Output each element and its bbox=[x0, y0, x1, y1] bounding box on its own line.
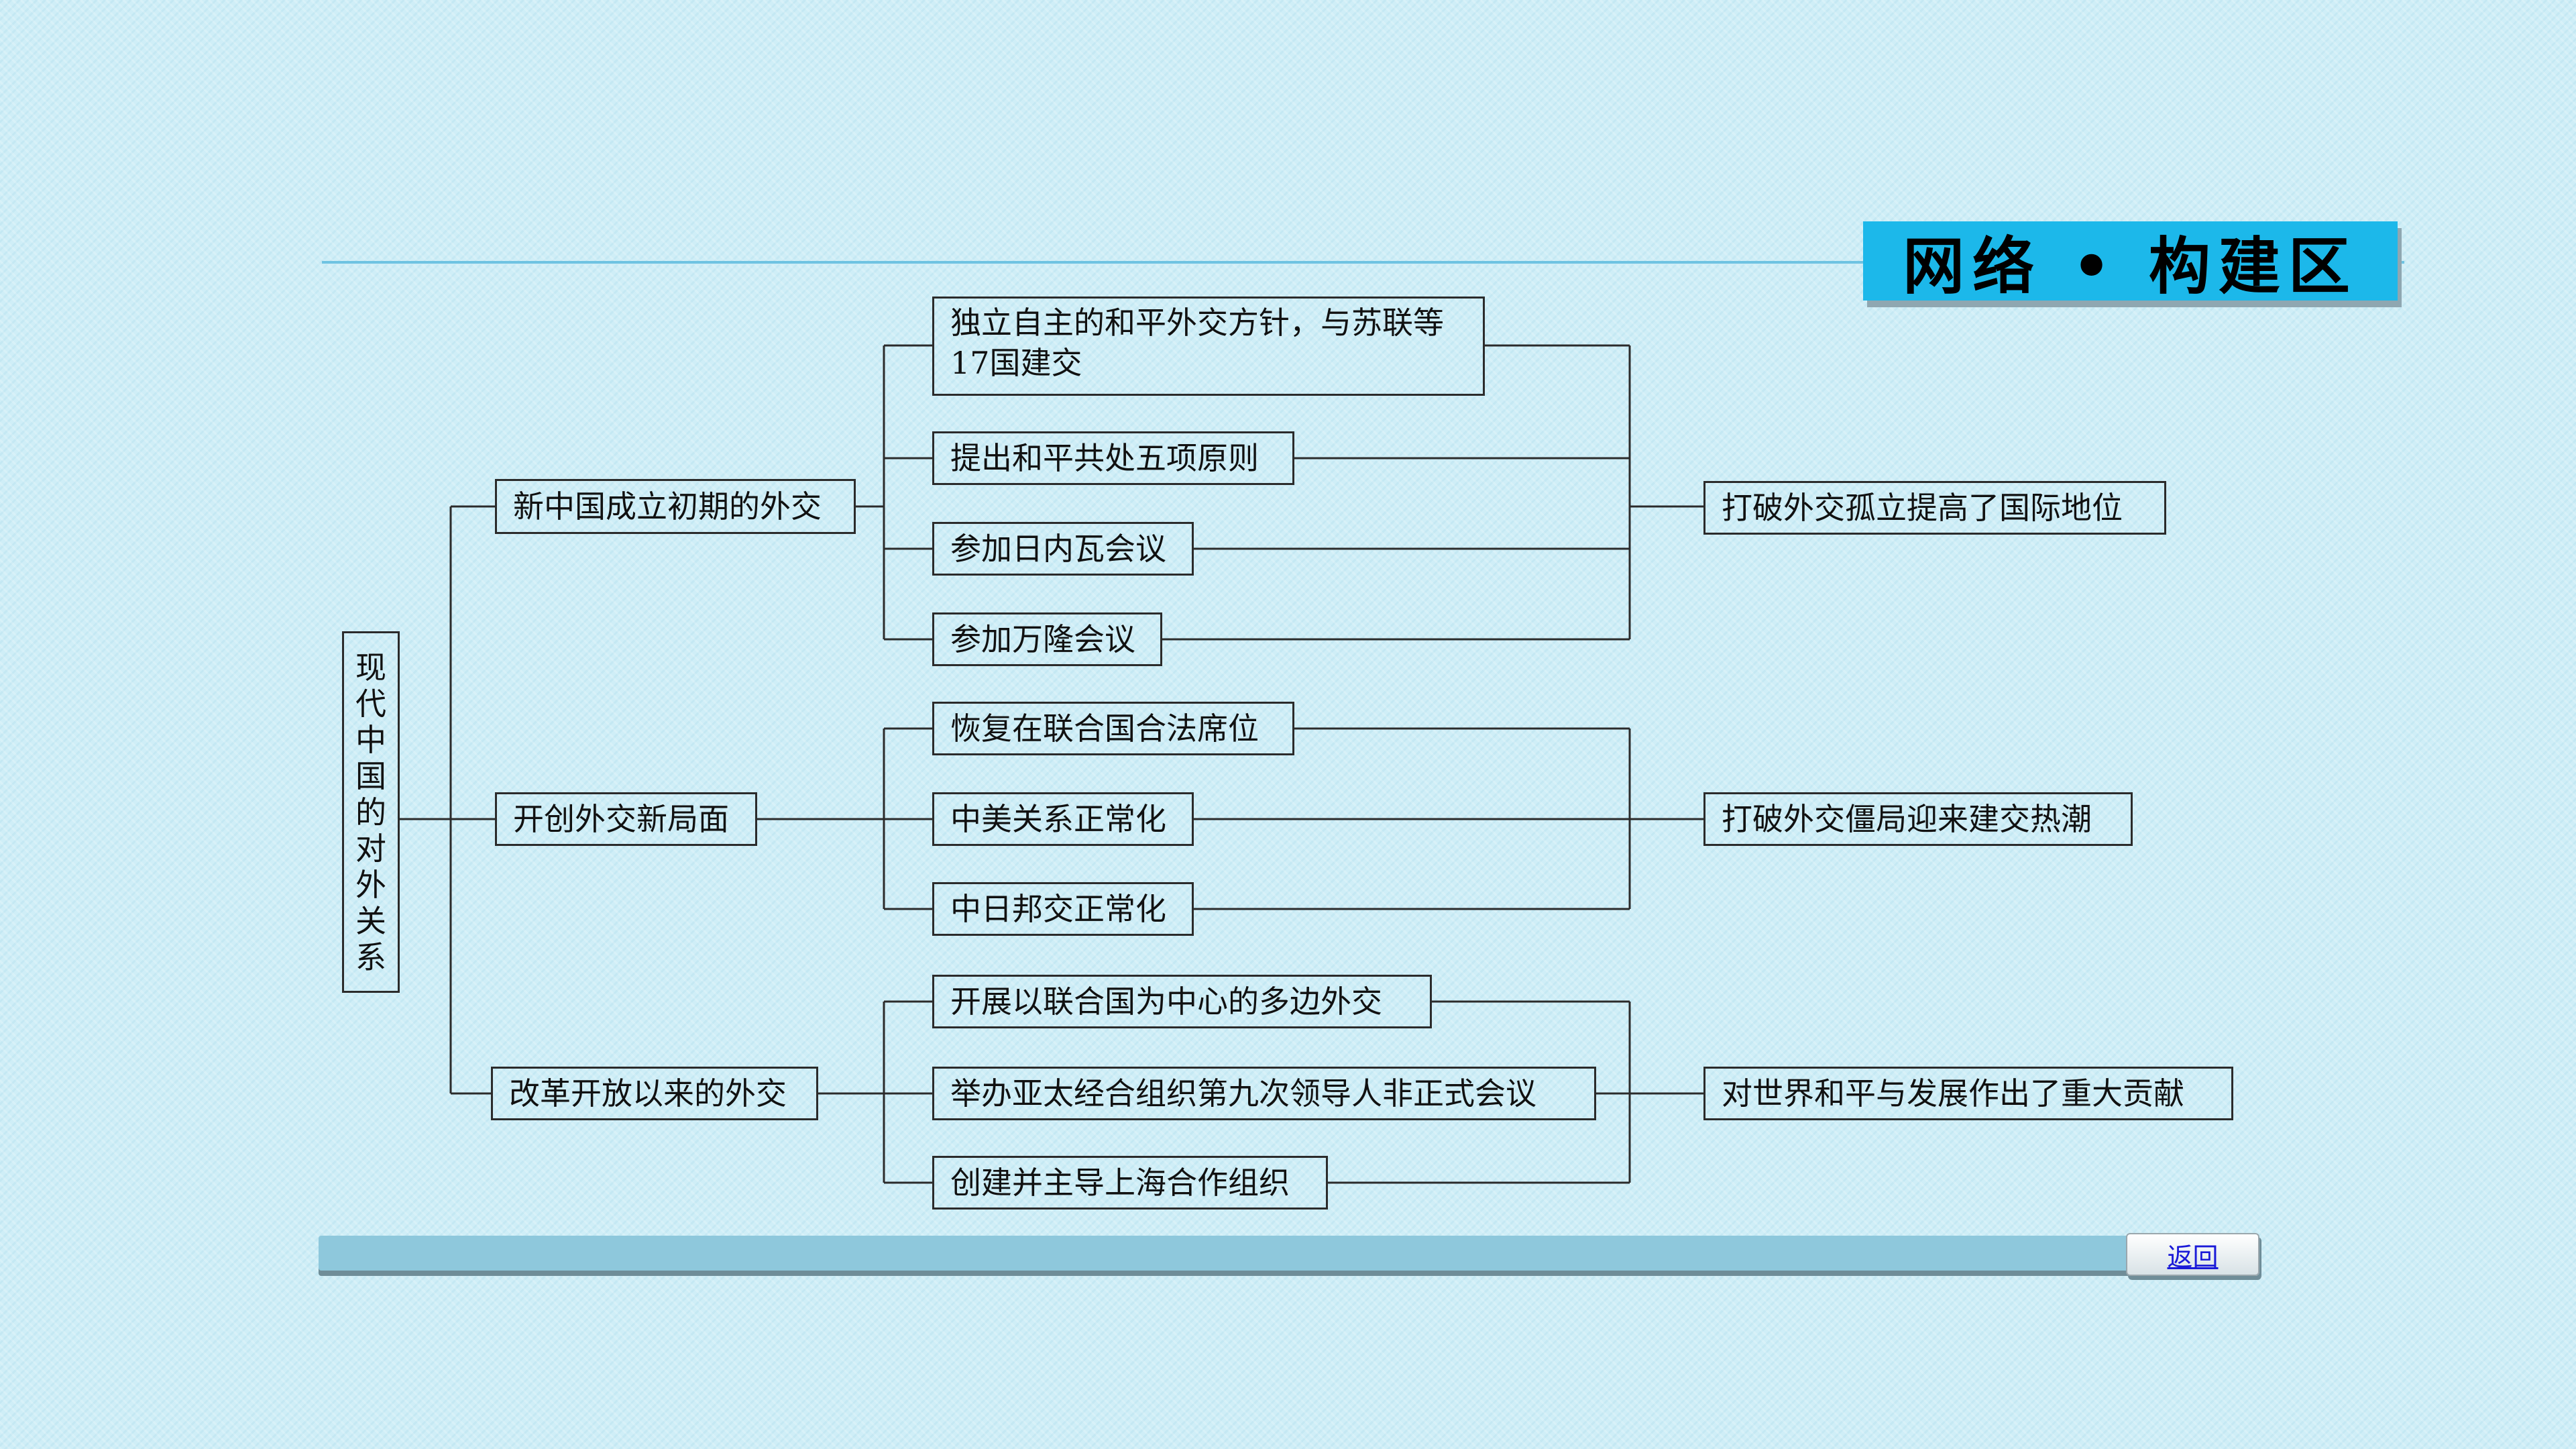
result-node-break-isolation: 打破外交孤立提高了国际地位 bbox=[1703, 481, 2166, 535]
item-node-bandung-conference: 参加万隆会议 bbox=[932, 612, 1162, 666]
header-divider-line bbox=[322, 261, 2404, 264]
branch-node-reform-era: 改革开放以来的外交 bbox=[491, 1067, 818, 1120]
section-title-banner: 网络 • 构建区 bbox=[1863, 221, 2398, 303]
branch-node-new-situation: 开创外交新局面 bbox=[495, 792, 757, 846]
item-node-multilateral: 开展以联合国为中心的多边外交 bbox=[932, 975, 1432, 1028]
item-node-geneva-conference: 参加日内瓦会议 bbox=[932, 522, 1194, 576]
return-button[interactable]: 返回 bbox=[2126, 1233, 2259, 1276]
branch-node-early-diplomacy: 新中国成立初期的外交 bbox=[495, 479, 856, 534]
item-node-sino-us: 中美关系正常化 bbox=[932, 792, 1194, 846]
root-node-label: 现代中国的对外关系 bbox=[355, 649, 386, 975]
item-node-sino-japan: 中日邦交正常化 bbox=[932, 882, 1194, 936]
item-node-sco: 创建并主导上海合作组织 bbox=[932, 1156, 1328, 1210]
result-node-break-deadlock: 打破外交僵局迎来建交热潮 bbox=[1703, 792, 2133, 846]
bottom-navigation-bar bbox=[319, 1236, 2257, 1271]
item-node-un-seat: 恢复在联合国合法席位 bbox=[932, 702, 1294, 755]
item-node-five-principles: 提出和平共处五项原则 bbox=[932, 431, 1294, 485]
item-node-independent-policy: 独立自主的和平外交方针，与苏联等17国建交 bbox=[932, 297, 1485, 396]
root-node: 现代中国的对外关系 bbox=[342, 631, 400, 993]
result-node-contribution: 对世界和平与发展作出了重大贡献 bbox=[1703, 1067, 2233, 1120]
item-node-apec: 举办亚太经合组织第九次领导人非正式会议 bbox=[932, 1067, 1596, 1120]
